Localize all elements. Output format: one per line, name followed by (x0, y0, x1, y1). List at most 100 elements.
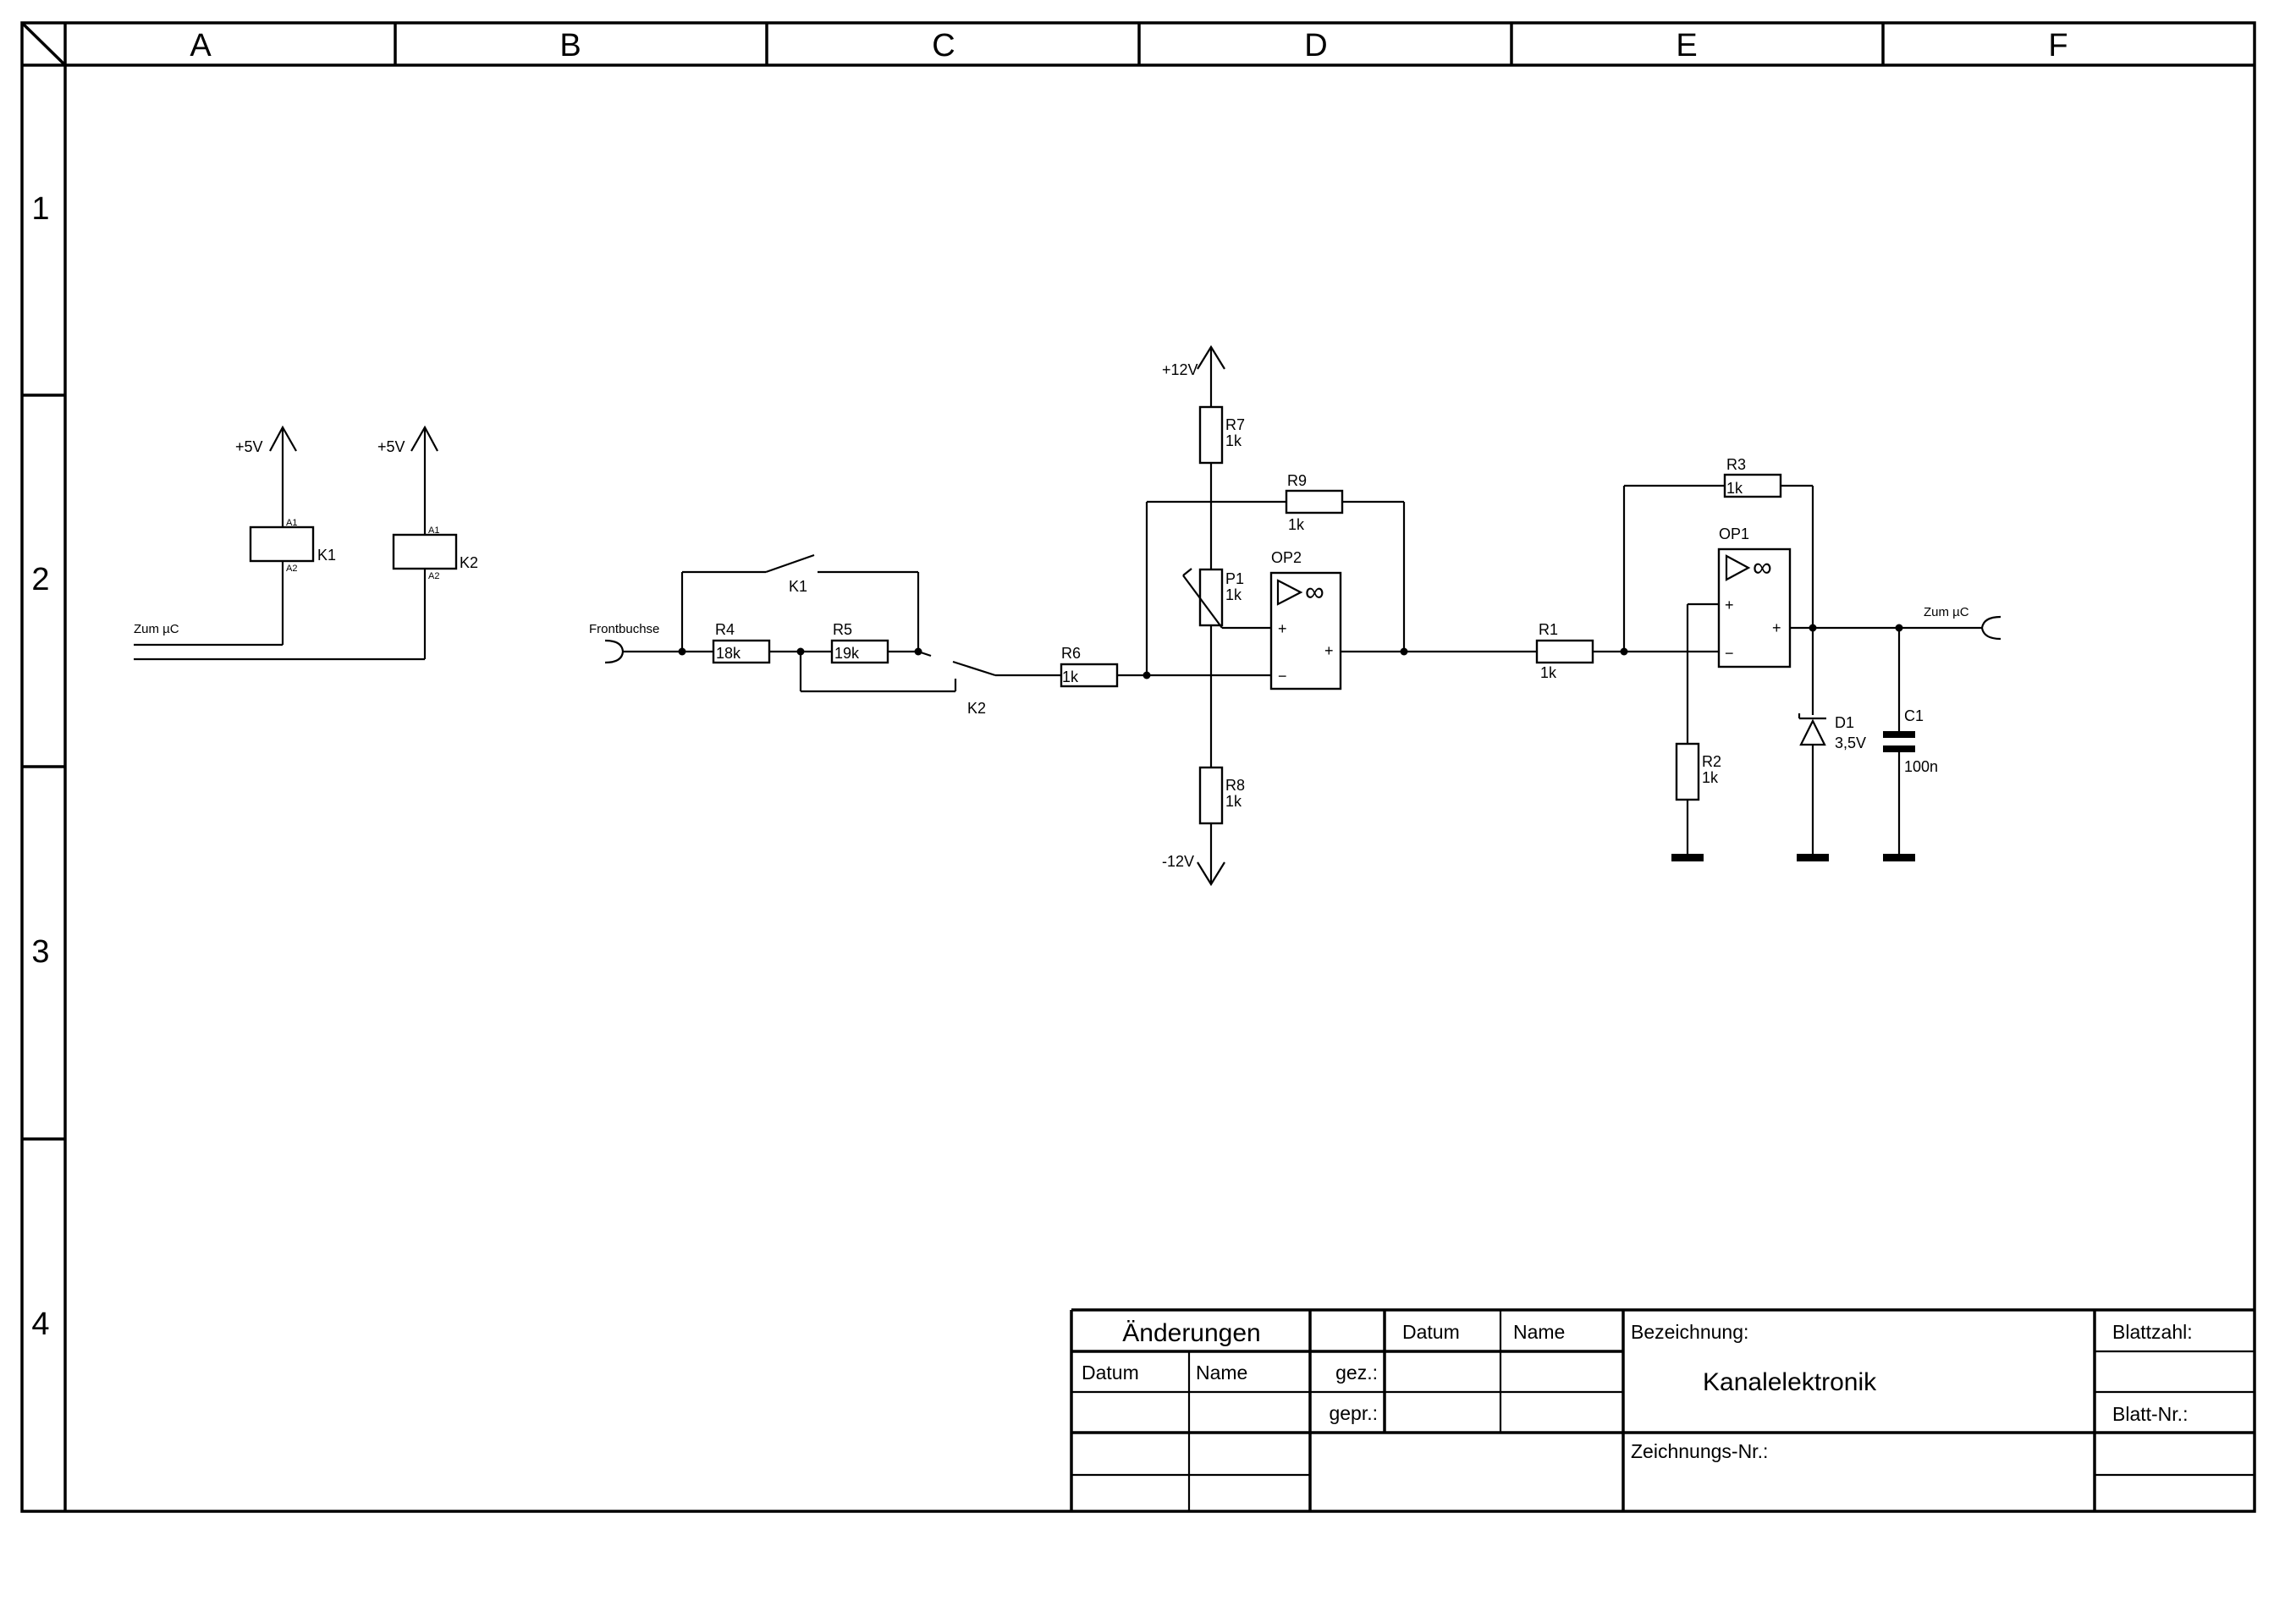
row-labels: 1 2 3 4 (31, 191, 49, 1342)
c1-value: 100n (1904, 758, 1938, 775)
k1-pin-a2: A2 (286, 564, 297, 574)
ground-symbol (1671, 854, 1704, 861)
title-block: Änderungen Datum Name Datum Name gez.: g… (1070, 1308, 2255, 1511)
capacitor-c1-plate (1883, 745, 1915, 752)
input-stage: Frontbuchse R4 18k R5 19k K1 K2 R6 1k (589, 553, 1147, 717)
column-label-f: F (2048, 28, 2068, 63)
resistor-r8 (1198, 766, 1224, 825)
op2-name: OP2 (1271, 549, 1302, 566)
drawing-title: Kanalelektronik (1703, 1368, 1877, 1396)
opamp-op1 (1717, 547, 1792, 668)
r1-value: 1k (1540, 664, 1557, 681)
output-jack (1980, 615, 2001, 641)
frontbuchse-label: Frontbuchse (589, 622, 659, 636)
c1-name: C1 (1904, 707, 1924, 724)
k1-supply-label: +5V (235, 438, 263, 455)
row-label-1: 1 (31, 191, 49, 227)
relay-coil-k1: +5V A1 A2 K1 Zum µC (134, 425, 336, 646)
bezeichnung-label: Bezeichnung: (1631, 1321, 1748, 1343)
blatt-nr-label: Blatt-Nr.: (2112, 1403, 2188, 1425)
column-label-e: E (1676, 28, 1697, 63)
zener-diode-d1 (1799, 718, 1826, 746)
infinity-icon: ∞ (1305, 576, 1324, 607)
d1-value: 3,5V (1835, 734, 1866, 751)
r2-value: 1k (1702, 769, 1719, 786)
resistor-r1 (1535, 639, 1594, 664)
blattzahl-label: Blattzahl: (2112, 1321, 2193, 1343)
aenderungen-heading: Änderungen (1122, 1319, 1260, 1347)
gepr-label: gepr.: (1329, 1402, 1378, 1424)
d1-name: D1 (1835, 714, 1854, 731)
zeichnungs-nr-label: Zeichnungs-Nr.: (1631, 1440, 1768, 1462)
opamp-op2 (1269, 571, 1342, 690)
k2-pin-a2: A2 (428, 571, 439, 581)
resistor-r2 (1675, 742, 1700, 801)
ground-symbol (1797, 854, 1829, 861)
junction-dot (796, 647, 805, 656)
junction-dot (678, 647, 686, 656)
r8-value: 1k (1225, 793, 1242, 810)
r8-name: R8 (1225, 777, 1245, 794)
r3-value: 1k (1726, 480, 1743, 497)
row-label-3: 3 (31, 934, 49, 970)
r6-name: R6 (1061, 645, 1081, 662)
potentiometer-p1 (1198, 568, 1224, 627)
aenderungen-name-header: Name (1196, 1362, 1247, 1384)
r7-value: 1k (1225, 432, 1242, 449)
capacitor-c1-plate (1883, 731, 1915, 738)
r9-name: R9 (1287, 472, 1307, 489)
op2-output-sign: + (1324, 642, 1334, 659)
column-label-b: B (559, 28, 581, 63)
row-label-4: 4 (31, 1307, 49, 1342)
k1-pin-a1: A1 (286, 518, 297, 528)
resistor-r4 (712, 639, 771, 664)
k2-supply-label: +5V (377, 438, 405, 455)
op1-name: OP1 (1719, 525, 1749, 542)
vplus-label: +12V (1162, 361, 1198, 378)
k2-pin-a1: A1 (428, 525, 439, 536)
op2-stage: +12V R7 1k P1 1k R8 1k -12V R9 1k (1142, 344, 1537, 887)
op1-minus-input: − (1725, 645, 1734, 662)
resistor-r9 (1285, 489, 1344, 514)
k2-coil-label: K2 (460, 554, 478, 571)
column-label-c: C (932, 28, 955, 63)
frontbuchse-jack (604, 639, 625, 664)
r5-value: 19k (834, 645, 860, 662)
infinity-icon: ∞ (1753, 552, 1772, 582)
r6-value: 1k (1062, 668, 1079, 685)
aenderungen-datum-header: Datum (1082, 1362, 1139, 1384)
r2-name: R2 (1702, 753, 1721, 770)
k1-coil-label: K1 (317, 547, 336, 564)
k2-contact-label: K2 (967, 700, 986, 717)
r9-value: 1k (1288, 516, 1305, 533)
drawing-frame (20, 21, 2256, 1513)
r3-name: R3 (1726, 456, 1746, 473)
resistor-r3 (1723, 473, 1782, 498)
resistor-r7 (1198, 405, 1224, 465)
row-label-2: 2 (31, 562, 49, 597)
p1-name: P1 (1225, 570, 1244, 587)
r4-name: R4 (715, 621, 735, 638)
op1-stage: R1 1k R3 1k R2 1k ∞ OP1 + − + (1535, 456, 2001, 861)
op2-minus-input: − (1278, 668, 1287, 685)
r1-name: R1 (1539, 621, 1558, 638)
column-labels: A B C D E F (190, 28, 2068, 63)
k1-contact-label: K1 (789, 578, 807, 595)
column-label-d: D (1304, 28, 1327, 63)
op1-output-sign: + (1772, 619, 1781, 636)
name-header: Name (1513, 1321, 1565, 1343)
r7-name: R7 (1225, 416, 1245, 433)
r5-name: R5 (833, 621, 852, 638)
ground-symbol (1883, 854, 1915, 861)
p1-value: 1k (1225, 586, 1242, 603)
k1-input-label: Zum µC (134, 622, 179, 636)
junction-dot (914, 647, 922, 656)
junction-dot (1400, 647, 1408, 656)
k1-contact-blade (765, 553, 815, 574)
datum-header: Datum (1402, 1321, 1460, 1343)
gez-label: gez.: (1335, 1362, 1378, 1384)
op1-plus-input: + (1725, 597, 1734, 613)
column-label-a: A (190, 28, 212, 63)
r4-value: 18k (716, 645, 741, 662)
